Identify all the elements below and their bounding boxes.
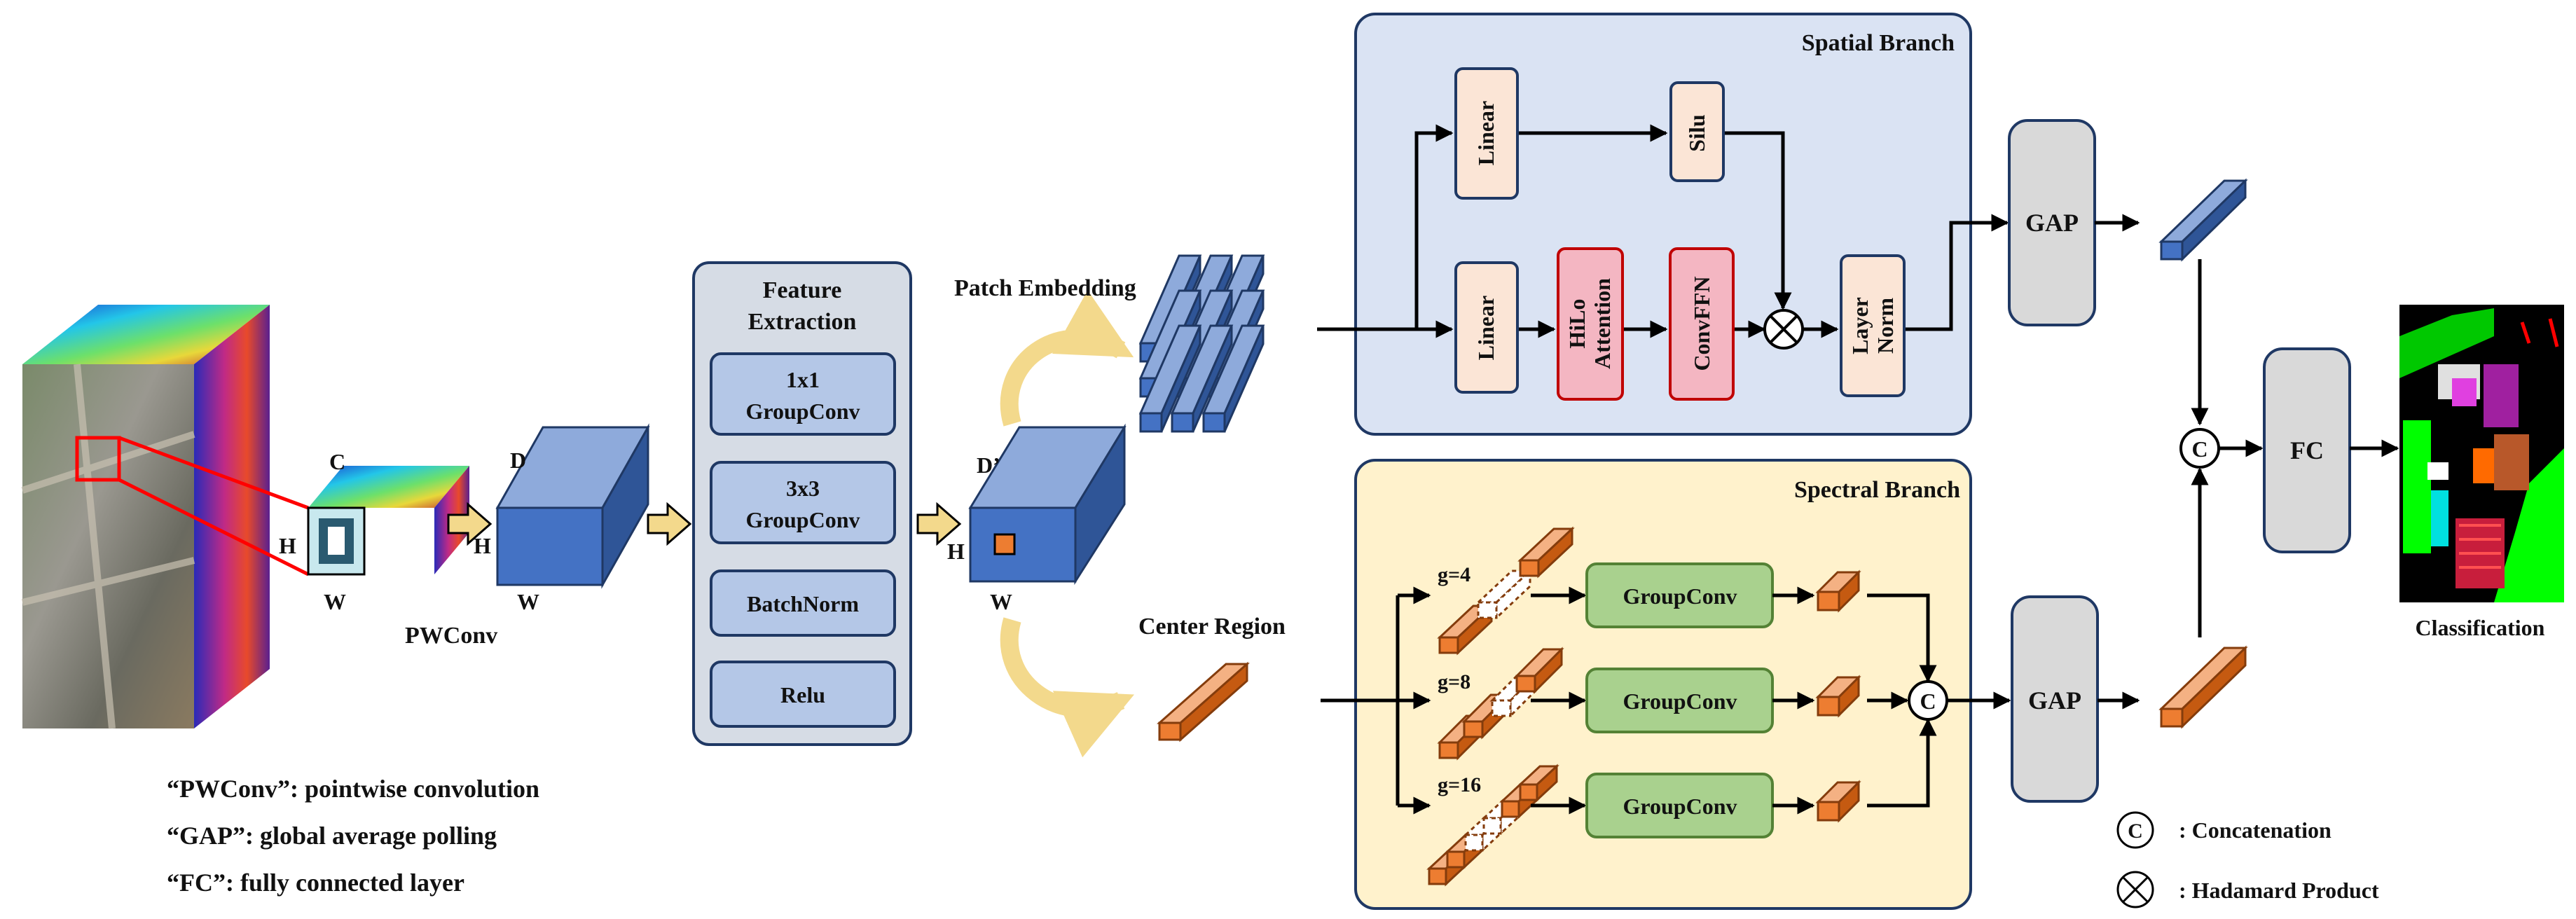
feature-cube-d-prime	[968, 423, 1127, 586]
block-3x3-text: 3x3	[786, 476, 820, 501]
block-1x1-groupconv	[710, 352, 896, 436]
embedding-cube-d	[495, 423, 650, 589]
flow-arrow-1	[447, 502, 493, 546]
groupconv-text-g4: GroupConv	[1623, 583, 1737, 609]
concat-node-final-text: C	[2191, 436, 2207, 462]
note-fc: “FC”: fully connected layer	[167, 869, 464, 897]
flow-arrow-3	[916, 502, 962, 546]
block-batchnorm-text: BatchNorm	[747, 591, 859, 616]
label-w-2: W	[517, 589, 539, 614]
layernorm-box	[1840, 254, 1906, 397]
label-h: H	[279, 533, 296, 558]
pooled-token-spatial	[2158, 178, 2248, 262]
hilo-text-2: Attention	[1590, 278, 1615, 369]
block-1x1-text-2: GroupConv	[745, 399, 860, 424]
classification-label: Classification	[2416, 615, 2545, 640]
spectral-branch-title: Spectral Branch	[1794, 477, 1960, 503]
pwconv-label: PWConv	[405, 623, 497, 649]
group-token	[1517, 526, 1575, 579]
fc-box	[2263, 347, 2351, 553]
linear-text-bottom: Linear	[1473, 296, 1499, 360]
note-pwconv: “PWConv”: pointwise convolution	[167, 775, 539, 803]
label-h-2: H	[474, 533, 491, 558]
label-h-3: H	[947, 539, 965, 564]
group-token	[1517, 763, 1559, 803]
selected-patch	[75, 436, 121, 482]
legend-concatenation: C : Concatenation	[2116, 811, 2332, 849]
hilo-text-1: HiLo	[1564, 298, 1590, 348]
label-w: W	[324, 589, 346, 614]
concat-node-spectral: C	[1908, 680, 1948, 721]
layernorm-text-2: Norm	[1873, 298, 1898, 354]
label-c: C	[329, 449, 345, 474]
hilo-attention-box	[1557, 247, 1624, 401]
feature-extraction-title-2: Extraction	[748, 309, 857, 335]
label-w-3: W	[990, 589, 1012, 614]
pooled-token-spectral	[2158, 645, 2248, 729]
linear-box-top	[1454, 67, 1519, 200]
groupconv-output-token	[1815, 569, 1861, 613]
patch-token	[1138, 324, 1202, 433]
classification-map	[2399, 305, 2564, 602]
patch-embedding-label: Patch Embedding	[954, 275, 1136, 301]
groupconv-output-token	[1815, 780, 1861, 823]
block-3x3-text-2: GroupConv	[745, 507, 860, 532]
fc-text: FC	[2290, 436, 2324, 464]
legend-hadamard-text: : Hadamard Product	[2179, 878, 2379, 903]
gap-text-spectral: GAP	[2028, 686, 2081, 714]
layernorm-text-1: Layer	[1847, 297, 1873, 354]
patch-token	[1170, 324, 1234, 433]
legend-concat-symbol: C	[2128, 820, 2143, 843]
curved-arrow-down	[1000, 617, 1135, 758]
patch-token	[1201, 324, 1265, 433]
block-1x1-text: 1x1	[786, 367, 820, 392]
feature-extraction-panel: Feature Extraction 1x1 GroupConv 3x3 Gro…	[692, 261, 912, 746]
note-gap: “GAP”: global average polling	[167, 822, 497, 850]
block-relu	[710, 661, 896, 728]
patch-cube	[307, 466, 469, 576]
group-label-4: g=4	[1438, 563, 1470, 586]
groupconv-output-token	[1815, 675, 1861, 718]
center-pixel	[993, 533, 1016, 555]
block-3x3-groupconv	[710, 461, 896, 544]
concat-node-final: C	[2179, 428, 2220, 469]
grouped-tokens	[1426, 526, 1575, 887]
branch-output-tokens	[1815, 569, 1861, 823]
convffn-text: ConvFFN	[1689, 276, 1714, 371]
group-label-16: g=16	[1438, 773, 1481, 796]
label-d-prime: D’	[977, 452, 1000, 478]
block-batchnorm	[710, 569, 896, 637]
patch-embedding-tokens	[1138, 254, 1265, 433]
groupconv-text-g8: GroupConv	[1623, 689, 1737, 714]
silu-box	[1669, 81, 1725, 182]
legend-concat-text: : Concatenation	[2179, 817, 2332, 843]
linear-box-bottom	[1454, 261, 1519, 394]
flow-arrow-2	[647, 502, 692, 546]
concat-node-spectral-text: C	[1920, 689, 1936, 714]
groupconv-text-g16: GroupConv	[1623, 794, 1737, 819]
feature-extraction-title: Feature	[763, 277, 842, 303]
center-region-token	[1157, 661, 1250, 742]
block-relu-text: Relu	[780, 682, 825, 707]
silu-text: Silu	[1684, 114, 1709, 151]
legend-hadamard: : Hadamard Product	[2116, 871, 2379, 908]
spatial-branch-title: Spatial Branch	[1802, 30, 1955, 56]
gap-text-spatial: GAP	[2025, 209, 2079, 237]
label-d: D	[510, 448, 526, 473]
hyperspectral-cube	[21, 305, 270, 729]
group-label-8: g=8	[1438, 670, 1470, 693]
group-token	[1514, 647, 1564, 694]
hadamard-product-node	[1763, 309, 1804, 350]
curved-arrow-up	[1000, 290, 1134, 427]
linear-text-top: Linear	[1473, 101, 1499, 165]
convffn-box	[1669, 247, 1735, 401]
center-region-label: Center Region	[1138, 614, 1286, 640]
